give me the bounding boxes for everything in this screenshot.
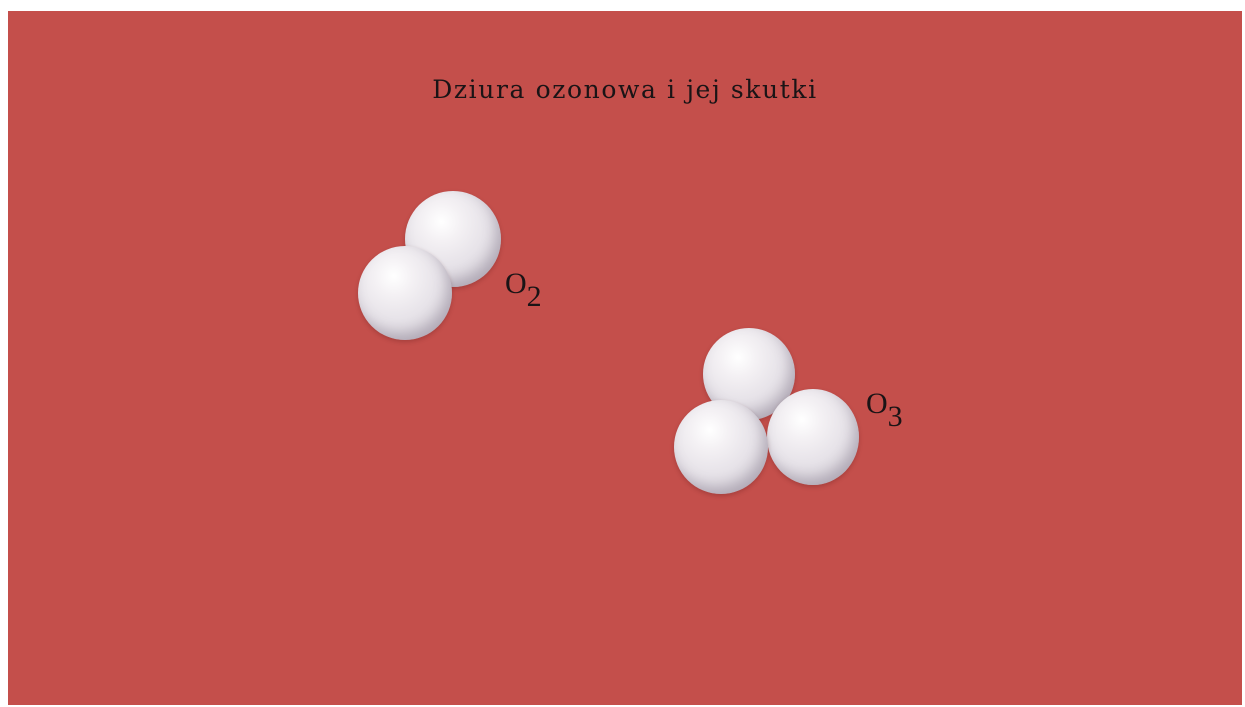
o2-symbol: O [505, 267, 527, 300]
o2-atom-bottom [358, 246, 452, 340]
o2-subscript: 2 [526, 280, 542, 313]
o3-atom-right [767, 389, 859, 485]
o2-molecule [358, 191, 508, 341]
o2-formula: O2 [505, 267, 542, 312]
o3-formula: O3 [866, 387, 903, 432]
o3-symbol: O [866, 387, 888, 420]
slide: Dziura ozonowa i jej skutki O2 O3 [8, 11, 1242, 705]
o3-atom-left [674, 400, 768, 494]
o3-molecule [673, 327, 863, 497]
slide-title: Dziura ozonowa i jej skutki [432, 75, 818, 104]
o3-subscript: 3 [887, 400, 903, 433]
